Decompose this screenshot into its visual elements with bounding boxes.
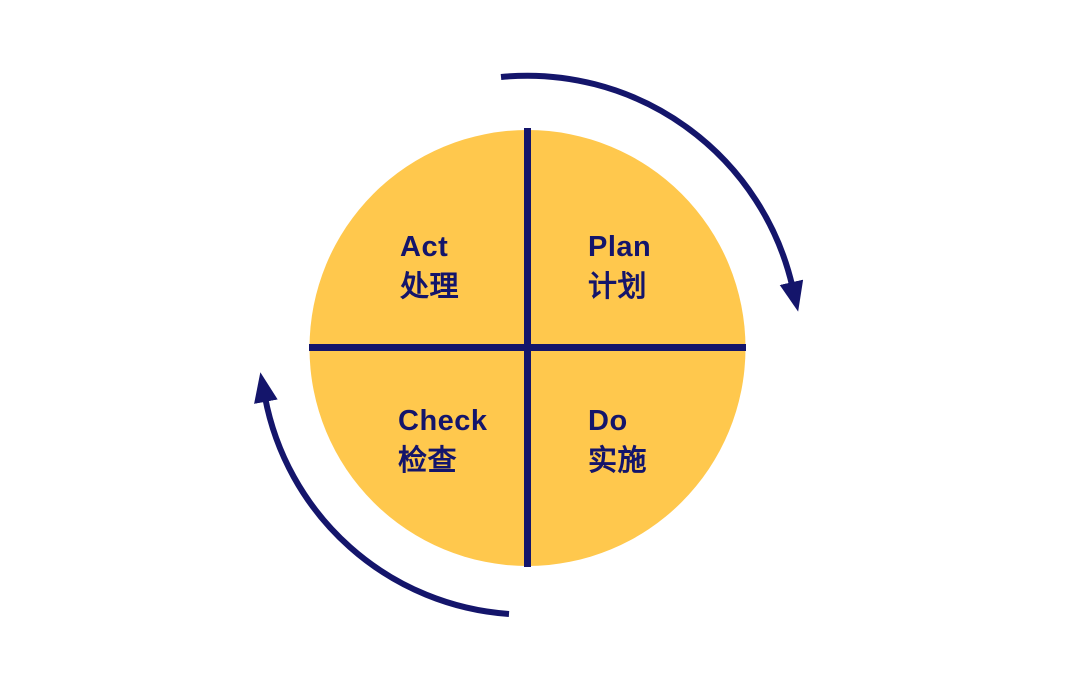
plan-label-zh: 计划	[588, 271, 648, 303]
clockwise-arrow-bottom-icon	[254, 372, 510, 617]
clockwise-arrow-top-icon	[500, 72, 804, 312]
act-label-zh: 处理	[400, 271, 460, 303]
quadrant-label-check: Check 检查	[398, 401, 488, 481]
quadrant-label-act: Act 处理	[400, 227, 459, 307]
act-label-en: Act	[400, 231, 449, 263]
plan-label-en: Plan	[588, 231, 652, 263]
quadrant-label-plan: Plan 计划	[588, 227, 651, 307]
check-label-en: Check	[398, 405, 488, 437]
do-label-zh: 实施	[588, 445, 648, 477]
check-label-zh: 检查	[398, 445, 458, 477]
do-label-en: Do	[588, 405, 628, 437]
quadrant-label-do: Do 实施	[588, 401, 647, 481]
